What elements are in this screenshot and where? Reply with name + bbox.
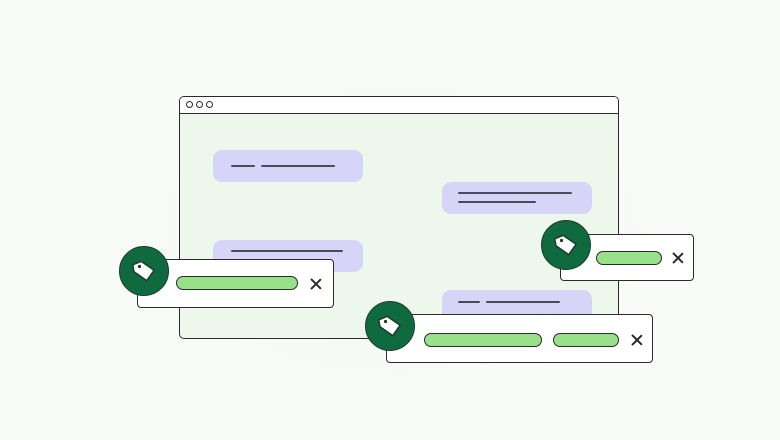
tag-pill[interactable] xyxy=(424,333,542,347)
close-icon[interactable] xyxy=(631,334,643,346)
tag-icon xyxy=(378,315,401,337)
window-dot-icon xyxy=(186,101,193,108)
tag-badge xyxy=(365,301,415,351)
tag-pill[interactable] xyxy=(176,276,298,290)
text-line xyxy=(458,201,536,203)
text-line xyxy=(231,250,343,252)
text-line xyxy=(458,192,572,194)
text-line xyxy=(261,165,335,167)
window-dot-icon xyxy=(206,101,213,108)
close-icon[interactable] xyxy=(310,278,322,290)
tag-pill[interactable] xyxy=(553,333,619,347)
text-line xyxy=(458,301,480,303)
window-titlebar xyxy=(180,97,618,114)
tag-card xyxy=(386,314,653,363)
tag-icon xyxy=(132,260,155,282)
chat-bubble xyxy=(442,182,592,214)
tag-pill[interactable] xyxy=(596,251,662,265)
tag-card xyxy=(137,259,334,308)
tag-badge xyxy=(541,220,591,270)
chat-bubble xyxy=(213,150,363,182)
text-line xyxy=(231,165,255,167)
close-icon[interactable] xyxy=(672,252,684,264)
tag-badge xyxy=(119,246,169,296)
window-dot-icon xyxy=(196,101,203,108)
tag-icon xyxy=(554,234,577,256)
text-line xyxy=(486,301,560,303)
